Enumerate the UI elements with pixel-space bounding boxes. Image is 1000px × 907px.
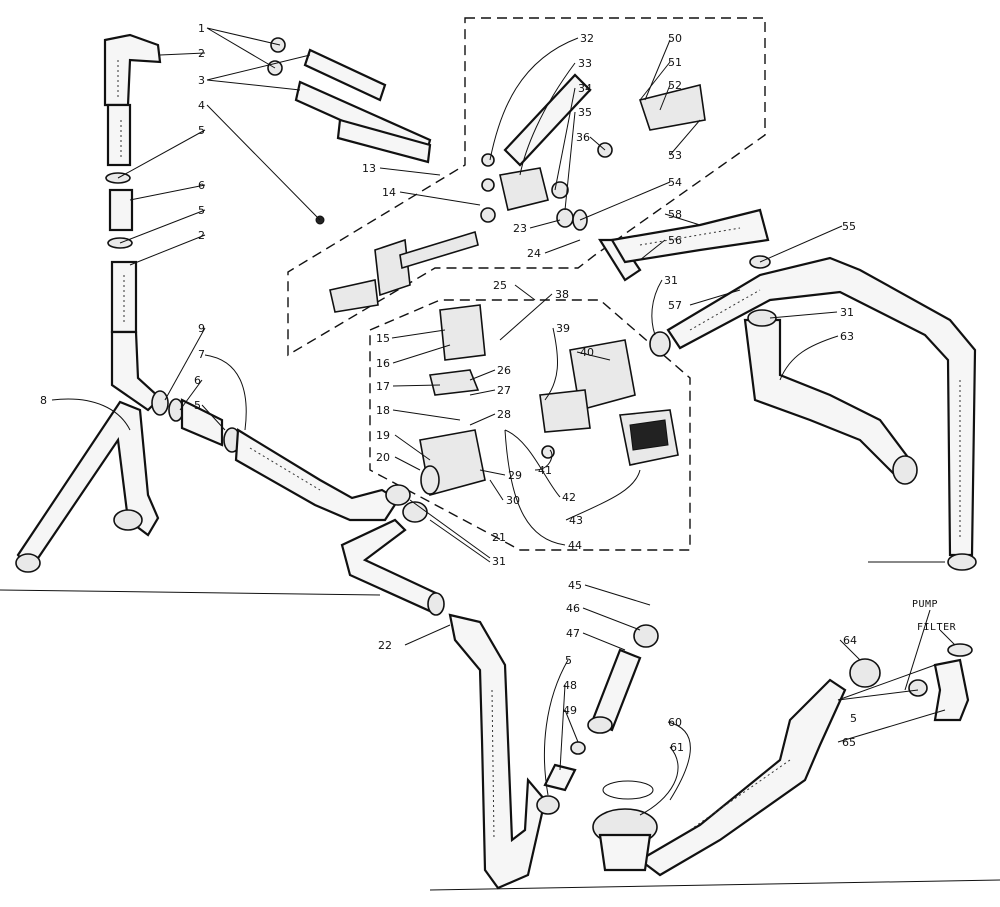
callout-label: 22 [378, 639, 392, 652]
callout-label: 7 [198, 348, 205, 361]
callout-label: 46 [566, 602, 580, 615]
callout-label: 9 [198, 322, 205, 335]
middle-horizontal-pipe [151, 390, 400, 522]
callout-label: 35 [578, 106, 592, 119]
callout-label: 52 [668, 79, 682, 92]
callout-label: 33 [578, 57, 592, 70]
lower-valve-assembly-box [369, 299, 691, 551]
leader-lines [51, 27, 956, 816]
callout-label: 64 [843, 634, 857, 647]
callout-label: 21 [492, 531, 506, 544]
lower-middle-pipe-21 [340, 518, 445, 616]
callout-label: 31 [492, 555, 506, 568]
callout-label: 63 [840, 330, 854, 343]
callout-label: 32 [580, 32, 594, 45]
callout-label: 34 [578, 82, 592, 95]
callout-label: 29 [508, 469, 522, 482]
hose-47-assembly [536, 624, 659, 815]
callout-label: 39 [556, 322, 570, 335]
callout-label: 2 [198, 229, 205, 242]
callout-label: 13 [362, 162, 376, 175]
callout-label: 6 [198, 179, 205, 192]
callout-label: 50 [668, 32, 682, 45]
callout-label: 28 [497, 408, 511, 421]
callout-label: 15 [376, 332, 390, 345]
callout-label: 42 [562, 491, 576, 504]
callout-label: 54 [668, 176, 682, 189]
callout-label: 56 [668, 234, 682, 247]
right-loop-pipe [649, 255, 977, 571]
callout-label: 25 [493, 279, 507, 292]
callout-label: 1 [198, 22, 205, 35]
callout-label: 17 [376, 380, 390, 393]
upper-valve-parts [267, 37, 706, 313]
right-elbow-pipe-63 [743, 309, 918, 485]
callout-label: 30 [506, 494, 520, 507]
callout-label: 55 [842, 220, 856, 233]
callout-label: 23 [513, 222, 527, 235]
bottom-right-pipe [638, 643, 973, 877]
callout-label: 5 [194, 399, 201, 412]
callout-label: 26 [497, 364, 511, 377]
lower-valve-parts [385, 304, 679, 523]
callout-label: 5 [850, 712, 857, 725]
callout-label: 27 [497, 384, 511, 397]
drain-cup-61 [592, 780, 658, 872]
callout-label: 16 [376, 357, 390, 370]
callout-label: 41 [538, 464, 552, 477]
callout-label: 58 [668, 208, 682, 221]
filter-tag: FILTER [917, 622, 957, 633]
left-vertical-pipe-stack [103, 33, 162, 412]
upper-valve-assembly-box [287, 17, 766, 357]
callout-label: 53 [668, 149, 682, 162]
callout-label: 43 [569, 514, 583, 527]
callout-label: 57 [668, 299, 682, 312]
callout-label: 5 [198, 124, 205, 137]
callout-label: 20 [376, 451, 390, 464]
callout-label: 6 [194, 374, 201, 387]
callout-label: 8 [40, 394, 47, 407]
callout-label: 14 [382, 186, 396, 199]
callout-label: 2 [198, 47, 205, 60]
callout-label: 38 [555, 288, 569, 301]
left-crossover-pipe [15, 400, 160, 573]
callout-label: 31 [664, 274, 678, 287]
pump-tag: PUMP [912, 599, 938, 610]
callout-label: 44 [568, 539, 582, 552]
ground-line-left [0, 589, 381, 596]
callout-label: 47 [566, 627, 580, 640]
callout-label: 5 [565, 654, 572, 667]
callout-label: 4 [198, 99, 205, 112]
callout-label: 48 [563, 679, 577, 692]
callout-label: 3 [198, 74, 205, 87]
lower-vertical-pipe-22 [448, 613, 547, 890]
callout-label: 49 [563, 704, 577, 717]
ground-line-bottom [429, 879, 1000, 891]
callout-label: 31 [840, 306, 854, 319]
callout-label: 40 [580, 346, 594, 359]
right-upper-pipe-58 [610, 208, 770, 264]
callout-label: 61 [670, 741, 684, 754]
callout-label: 36 [576, 131, 590, 144]
callout-label: 24 [527, 247, 541, 260]
callout-label: 65 [842, 736, 856, 749]
callout-label: 45 [568, 579, 582, 592]
callout-label: 5 [198, 204, 205, 217]
callout-label: 18 [376, 404, 390, 417]
callout-label: 51 [668, 56, 682, 69]
callout-label: 60 [668, 716, 682, 729]
callout-label: 19 [376, 429, 390, 442]
callout-labels: 1 2 3 4 5 6 5 2 13 14 8 9 7 6 5 32 33 34… [40, 22, 957, 754]
